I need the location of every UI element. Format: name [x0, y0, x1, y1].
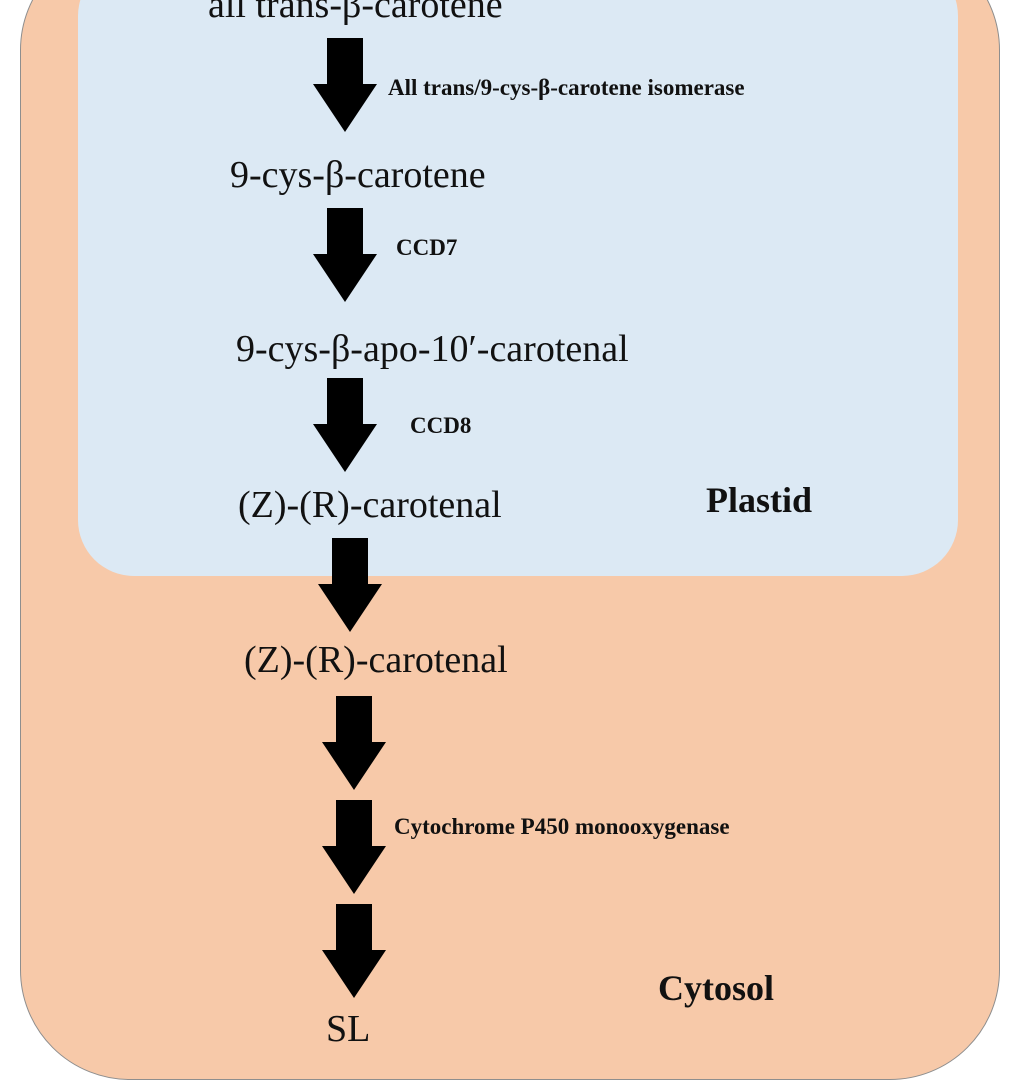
- arrow-down-icon: [322, 904, 386, 998]
- plastid-label: Plastid: [706, 480, 813, 520]
- enzyme-isomerase-label: All trans/9-cys-β-carotene isomerase: [388, 75, 745, 100]
- compound-all-trans-beta-carotene: all trans-β-carotene: [208, 0, 503, 26]
- enzyme-ccd8-label: CCD8: [410, 413, 472, 438]
- arrow-down-icon: [318, 538, 382, 632]
- arrow-down-icon: [322, 696, 386, 790]
- arrow-down-icon: [313, 208, 377, 302]
- compound-9-cys-beta-apo-carotenal: 9-cys-β-apo-10′-carotenal: [236, 328, 629, 370]
- compound-strigolactone: SL: [326, 1008, 371, 1050]
- cytosol-label: Cytosol: [658, 968, 774, 1008]
- compound-z-r-carotenal-cytosol: (Z)-(R)-carotenal: [244, 639, 508, 681]
- enzyme-p450-label: Cytochrome P450 monooxygenase: [394, 814, 730, 839]
- compound-9-cys-beta-carotene: 9-cys-β-carotene: [230, 154, 486, 196]
- arrow-down-icon: [313, 378, 377, 472]
- compound-z-r-carotenal-plastid: (Z)-(R)-carotenal: [238, 484, 502, 526]
- enzyme-ccd7-label: CCD7: [396, 235, 458, 260]
- arrow-down-icon: [313, 38, 377, 132]
- plastid-compartment: [78, 0, 958, 576]
- arrow-down-icon: [322, 800, 386, 894]
